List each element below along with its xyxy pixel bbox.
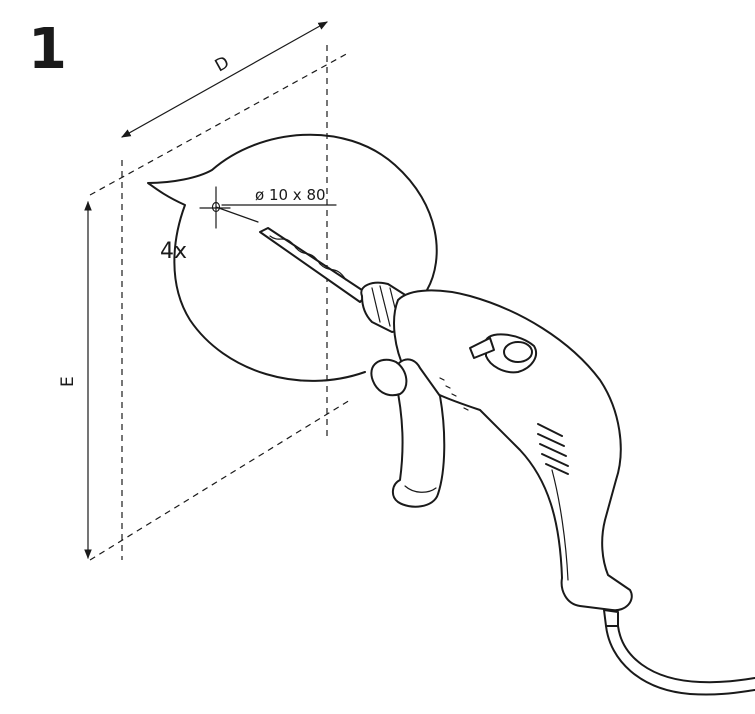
- depth-dimension: D: [121, 21, 328, 138]
- grip-dots: [439, 377, 469, 411]
- hole-spec-label: ø 10 x 80: [255, 186, 326, 204]
- step-number: 1: [28, 17, 67, 82]
- depth-label: D: [212, 53, 233, 77]
- drill-icon: [259, 227, 755, 696]
- height-label: E: [58, 376, 78, 387]
- detail-callout: 4x ø 10 x 80: [147, 133, 438, 382]
- vent-slots: [537, 423, 569, 475]
- hole-mark-icon: [211, 201, 221, 213]
- wall-outline: [89, 45, 351, 561]
- height-dimension: E: [58, 201, 92, 559]
- multiplier-label: 4x: [160, 239, 187, 264]
